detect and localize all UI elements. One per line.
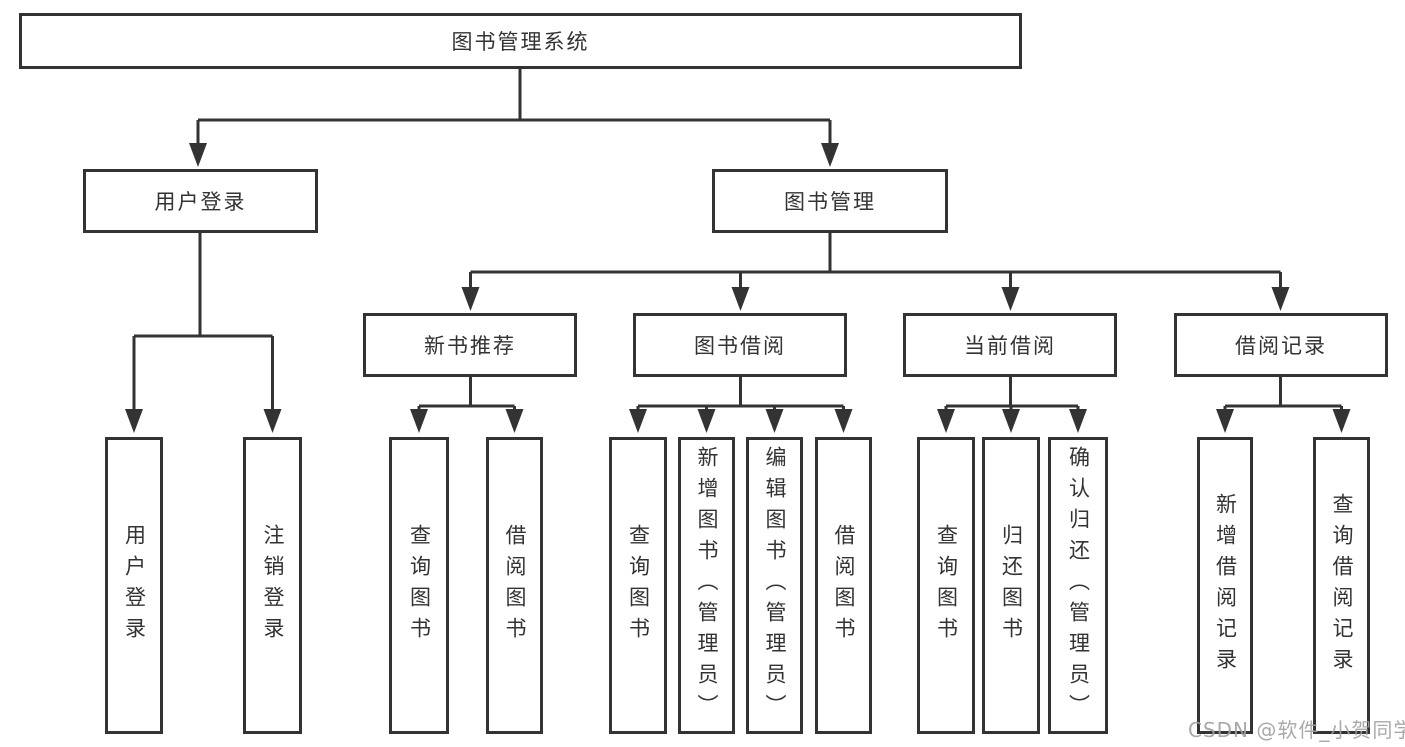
node-label: 借阅图书 bbox=[503, 523, 527, 648]
leaf-query-books-recommend: 查询图书 bbox=[389, 437, 449, 734]
arrowhead-icon bbox=[629, 409, 647, 433]
node-current-borrowing: 当前借阅 bbox=[903, 313, 1117, 377]
node-library-management-system: 图书管理系统 bbox=[19, 13, 1022, 69]
node-label: 用户登录 bbox=[122, 523, 147, 648]
node-book-borrowing: 图书借阅 bbox=[633, 313, 847, 377]
leaf-query-books-borrow: 查询图书 bbox=[609, 437, 667, 734]
arrowhead-icon bbox=[937, 409, 955, 433]
node-label: 新增图书（管理员） bbox=[695, 446, 719, 725]
leaf-user-login: 用户登录 bbox=[105, 437, 163, 734]
node-label: 查询图书 bbox=[407, 523, 432, 648]
node-label: 新增借阅记录 bbox=[1213, 492, 1238, 679]
arrowhead-icon bbox=[1002, 409, 1020, 433]
node-label: 当前借阅 bbox=[964, 334, 1056, 358]
node-label: 查询图书 bbox=[626, 523, 651, 648]
node-user-login-branch: 用户登录 bbox=[83, 169, 318, 233]
arrowhead-icon bbox=[1069, 409, 1087, 433]
arrowhead-icon bbox=[263, 409, 282, 433]
leaf-logout: 注销登录 bbox=[243, 437, 302, 734]
arrowhead-icon bbox=[1332, 409, 1351, 433]
node-label: 借阅图书 bbox=[832, 523, 856, 648]
node-new-book-recommendation: 新书推荐 bbox=[363, 313, 577, 377]
node-label: 新书推荐 bbox=[424, 334, 516, 358]
arrowhead-icon bbox=[505, 409, 524, 433]
arrowhead-icon bbox=[1216, 409, 1234, 433]
arrowhead-icon bbox=[1271, 287, 1290, 311]
arrowhead-icon bbox=[765, 409, 784, 433]
leaf-add-borrow-record: 新增借阅记录 bbox=[1197, 437, 1253, 734]
node-label: 借阅记录 bbox=[1235, 334, 1327, 358]
leaf-add-books-admin: 新增图书（管理员） bbox=[678, 437, 735, 734]
arrowhead-icon bbox=[461, 287, 480, 311]
node-label: 确认归还（管理员） bbox=[1066, 446, 1091, 725]
node-label: 用户登录 bbox=[154, 190, 247, 214]
node-borrowing-records: 借阅记录 bbox=[1174, 313, 1388, 377]
node-label: 归还图书 bbox=[999, 523, 1024, 648]
arrowhead-icon bbox=[731, 287, 750, 311]
arrowhead-icon bbox=[834, 409, 853, 433]
node-label: 查询借阅记录 bbox=[1330, 492, 1354, 679]
leaf-edit-books-admin: 编辑图书（管理员） bbox=[746, 437, 803, 734]
arrowhead-icon bbox=[125, 409, 143, 433]
arrowhead-icon bbox=[1001, 287, 1020, 311]
node-label: 编辑图书（管理员） bbox=[763, 446, 787, 725]
node-label: 图书借阅 bbox=[694, 334, 786, 358]
leaf-query-books-current: 查询图书 bbox=[917, 437, 975, 734]
leaf-borrow-books-recommend: 借阅图书 bbox=[486, 437, 543, 734]
leaf-return-books: 归还图书 bbox=[982, 437, 1040, 734]
node-book-management-branch: 图书管理 bbox=[712, 169, 948, 233]
leaf-borrow-books: 借阅图书 bbox=[815, 437, 872, 734]
arrowhead-icon bbox=[410, 409, 428, 433]
node-label: 注销登录 bbox=[261, 523, 285, 648]
node-label: 图书管理 bbox=[784, 190, 876, 214]
arrowhead-icon bbox=[821, 143, 839, 167]
arrowhead-icon bbox=[189, 143, 207, 167]
leaf-confirm-return-admin: 确认归还（管理员） bbox=[1048, 437, 1108, 734]
node-label: 图书管理系统 bbox=[451, 30, 590, 54]
watermark: CSDN @软件_小贺同学 bbox=[1188, 718, 1405, 742]
arrowhead-icon bbox=[697, 409, 716, 433]
leaf-query-borrow-record: 查询借阅记录 bbox=[1313, 437, 1370, 734]
node-label: 查询图书 bbox=[934, 523, 959, 648]
